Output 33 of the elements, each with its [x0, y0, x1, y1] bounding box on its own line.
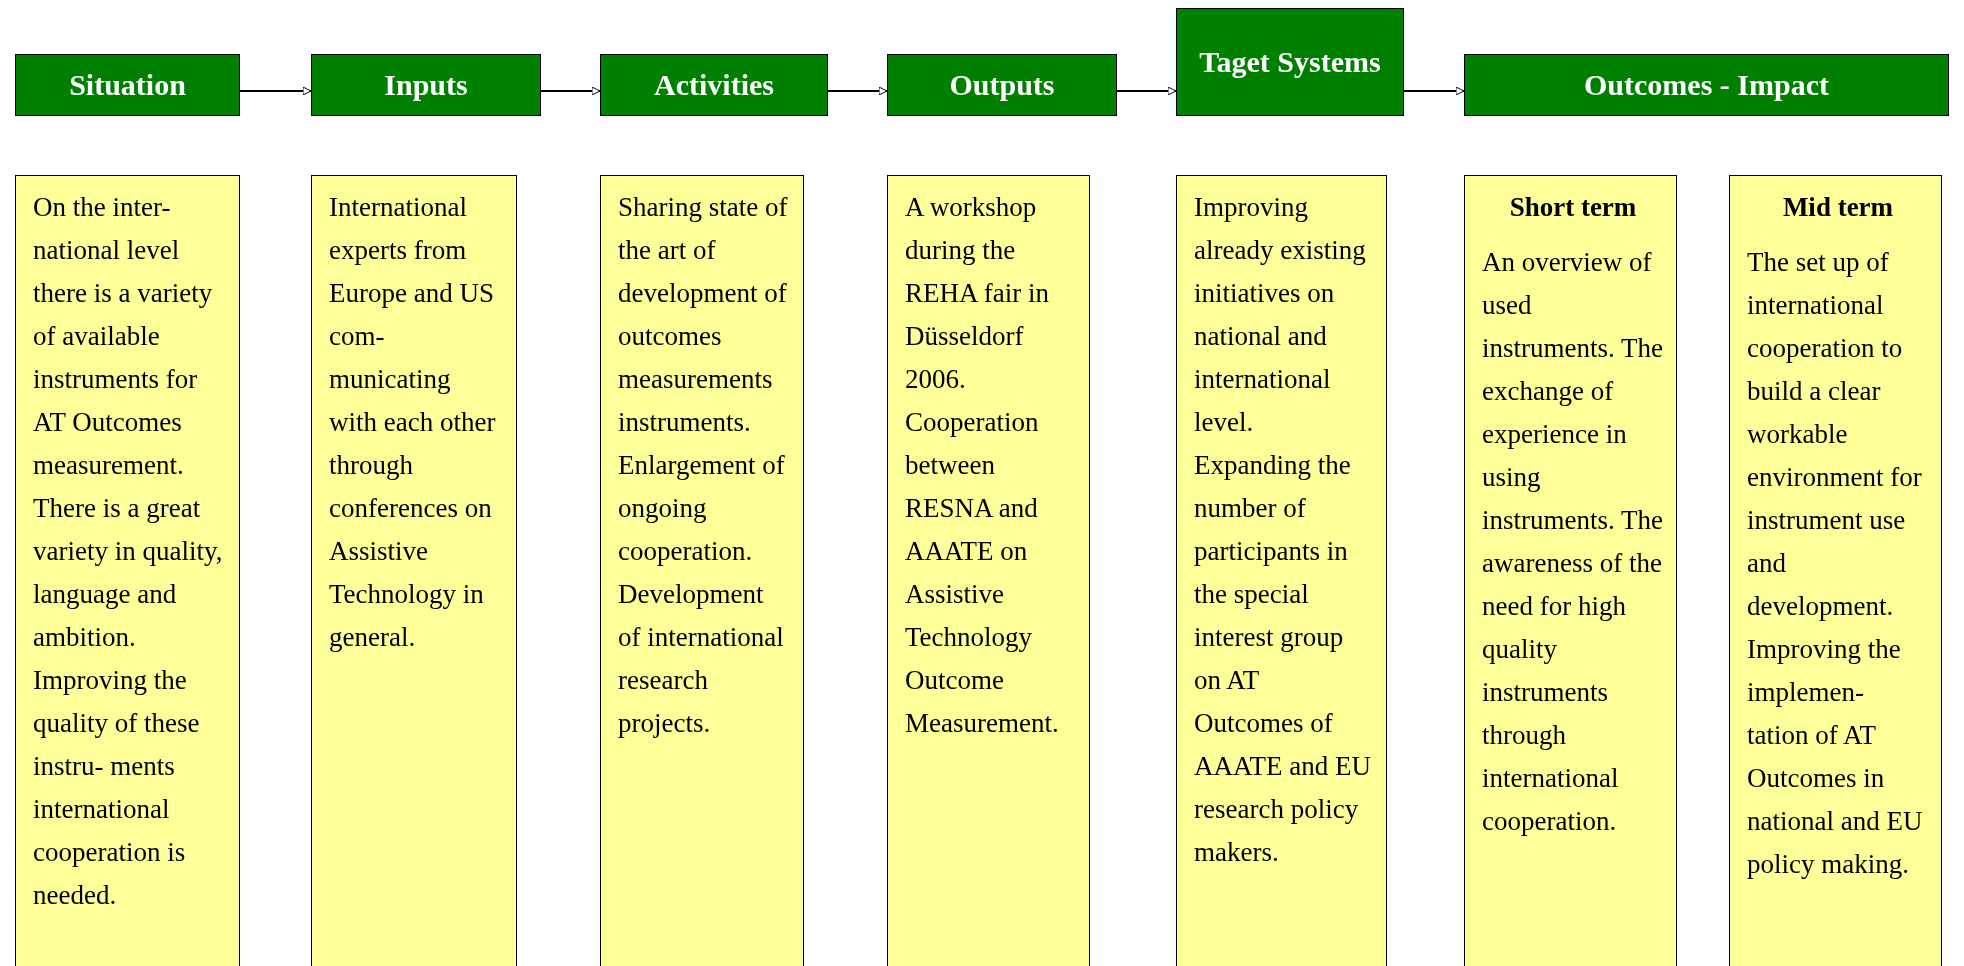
header-text: Inputs	[384, 68, 468, 102]
description-text: International experts from Europe and US com- municating with each other through conferences on Assistive Technology in general.	[329, 191, 497, 654]
description-box	[311, 175, 517, 966]
header-text: Outcomes - Impact	[1584, 68, 1829, 102]
description-text: An overview of used instruments. The exchange of experience in using instruments. The awareness of the need for high quality instruments through international cooperation.	[1482, 246, 1664, 838]
header-text: Outputs	[949, 68, 1055, 102]
description-box	[887, 175, 1090, 966]
description-text: Sharing state of the art of development of outcomes measurements instruments. Enlargement of ongoing cooperation. Development of international research projects.	[618, 191, 789, 740]
header-text: Activities	[654, 68, 774, 102]
stage-header-box	[600, 54, 828, 116]
stage-header-box	[1464, 54, 1949, 116]
stage-header-box	[311, 54, 541, 116]
description-box	[1729, 175, 1942, 966]
description-text: On the inter- national level there is a variety of available instruments for AT Outcomes measurement. There is a great variety in quality, language and ambition. Improving the quality of these instru- ments international cooperation is needed.	[33, 191, 224, 912]
description-box	[600, 175, 804, 966]
stage-header-box	[1176, 8, 1404, 116]
arrow	[1403, 86, 1465, 96]
stage-header-box	[15, 54, 240, 116]
column-heading: Mid term	[1781, 191, 1895, 224]
stage-header-box	[887, 54, 1117, 116]
description-box	[15, 175, 240, 966]
column-heading: Short term	[1508, 191, 1638, 224]
description-text: A workshop during the REHA fair in Düsseldorf 2006. Cooperation between RESNA and AAATE on Assistive Technology Outcome Measurement.	[905, 191, 1060, 740]
header-text: Situation	[69, 68, 186, 102]
arrow	[827, 86, 888, 96]
description-box	[1176, 175, 1387, 966]
arrow	[540, 86, 601, 96]
description-text: The set up of international cooperation to build a clear workable environment for instrument use and development. Improving the implemen- tation of AT Outcomes in national and EU policy making.	[1747, 246, 1924, 881]
description-box	[1464, 175, 1677, 966]
arrow	[1116, 86, 1177, 96]
arrow	[239, 86, 312, 96]
description-text: Improving already existing initiatives on national and international level. Expanding the number of participants in the special interest group on AT Outcomes of AAATE and EU research policy makers.	[1194, 191, 1372, 869]
header-text: Taget Systems	[1199, 45, 1381, 79]
